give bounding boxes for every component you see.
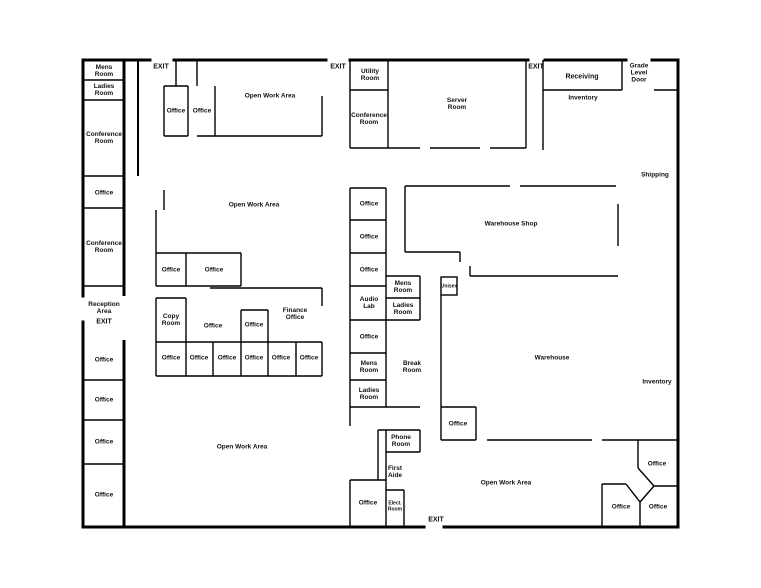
exit-label: EXIT [528, 63, 544, 71]
office-label: Office [189, 354, 209, 362]
ladies-room-label: Ladies Room [358, 387, 380, 401]
office-label: Office [359, 200, 379, 208]
interior-walls [83, 60, 678, 527]
office-label: Office [244, 354, 264, 362]
office-label: Office [203, 322, 223, 330]
reception-area-label: Reception Area [88, 301, 120, 315]
unisex-label: Unisex [440, 283, 458, 290]
exit-label: EXIT [153, 63, 169, 71]
office-label: Office [94, 396, 114, 404]
office-label: Office [166, 107, 186, 115]
exit-label: EXIT [96, 318, 112, 326]
inventory-label: Inventory [642, 378, 672, 386]
inventory-label: Inventory [568, 94, 598, 102]
warehouse-shop-label: Warehouse Shop [484, 220, 538, 228]
office-label: Office [204, 266, 224, 274]
mens-room-label: Mens Room [359, 360, 379, 374]
office-label: Office [244, 321, 264, 329]
office-label: Office [192, 107, 212, 115]
office-label: Office [94, 356, 114, 364]
open-work-area-label: Open Work Area [216, 443, 268, 451]
warehouse-label: Warehouse [534, 354, 570, 362]
office-label: Office [94, 438, 114, 446]
conference-room-label: Conference Room [86, 240, 122, 254]
server-room-label: Server Room [446, 97, 468, 111]
office-label: Office [358, 499, 378, 507]
office-label: Office [611, 503, 631, 511]
ladies-room-label: Ladies Room [392, 302, 414, 316]
office-label: Office [94, 189, 114, 197]
break-room-label: Break Room [402, 360, 422, 374]
phone-room-label: Phone Room [391, 434, 411, 448]
office-label: Office [359, 266, 379, 274]
conference-room-label: Conference Room [351, 112, 387, 126]
exit-label: EXIT [330, 63, 346, 71]
mens-room-label: Mens Room [94, 64, 114, 78]
office-label: Office [217, 354, 237, 362]
office-label: Office [647, 460, 667, 468]
exterior-walls [81, 58, 680, 529]
grade-level-door-label: Grade Level Door [629, 62, 649, 84]
shipping-label: Shipping [641, 171, 669, 179]
utility-room-label: Utility Room [360, 68, 380, 82]
open-work-area-label: Open Work Area [244, 92, 296, 100]
finance-office-label: Finance Office [282, 307, 308, 321]
office-label: Office [648, 503, 668, 511]
office-label: Office [299, 354, 319, 362]
office-label: Office [94, 491, 114, 499]
mens-room-label: Mens Room [393, 280, 413, 294]
elect-room-label: Elect. Room [387, 500, 403, 512]
first-aide-label: First Aide [387, 465, 403, 479]
exit-label: EXIT [428, 516, 444, 524]
office-label: Office [161, 266, 181, 274]
office-label: Office [161, 354, 181, 362]
audio-lab-label: Audio Lab [359, 296, 379, 310]
open-work-area-label: Open Work Area [228, 201, 280, 209]
open-work-area-label: Open Work Area [480, 479, 532, 487]
office-label: Office [448, 420, 468, 428]
conference-room-label: Conference Room [86, 131, 122, 145]
office-label: Office [271, 354, 291, 362]
ladies-room-label: Ladies Room [93, 83, 115, 97]
receiving-label: Receiving [565, 73, 599, 81]
copy-room-label: Copy Room [161, 313, 181, 327]
office-label: Office [359, 333, 379, 341]
office-label: Office [359, 233, 379, 241]
